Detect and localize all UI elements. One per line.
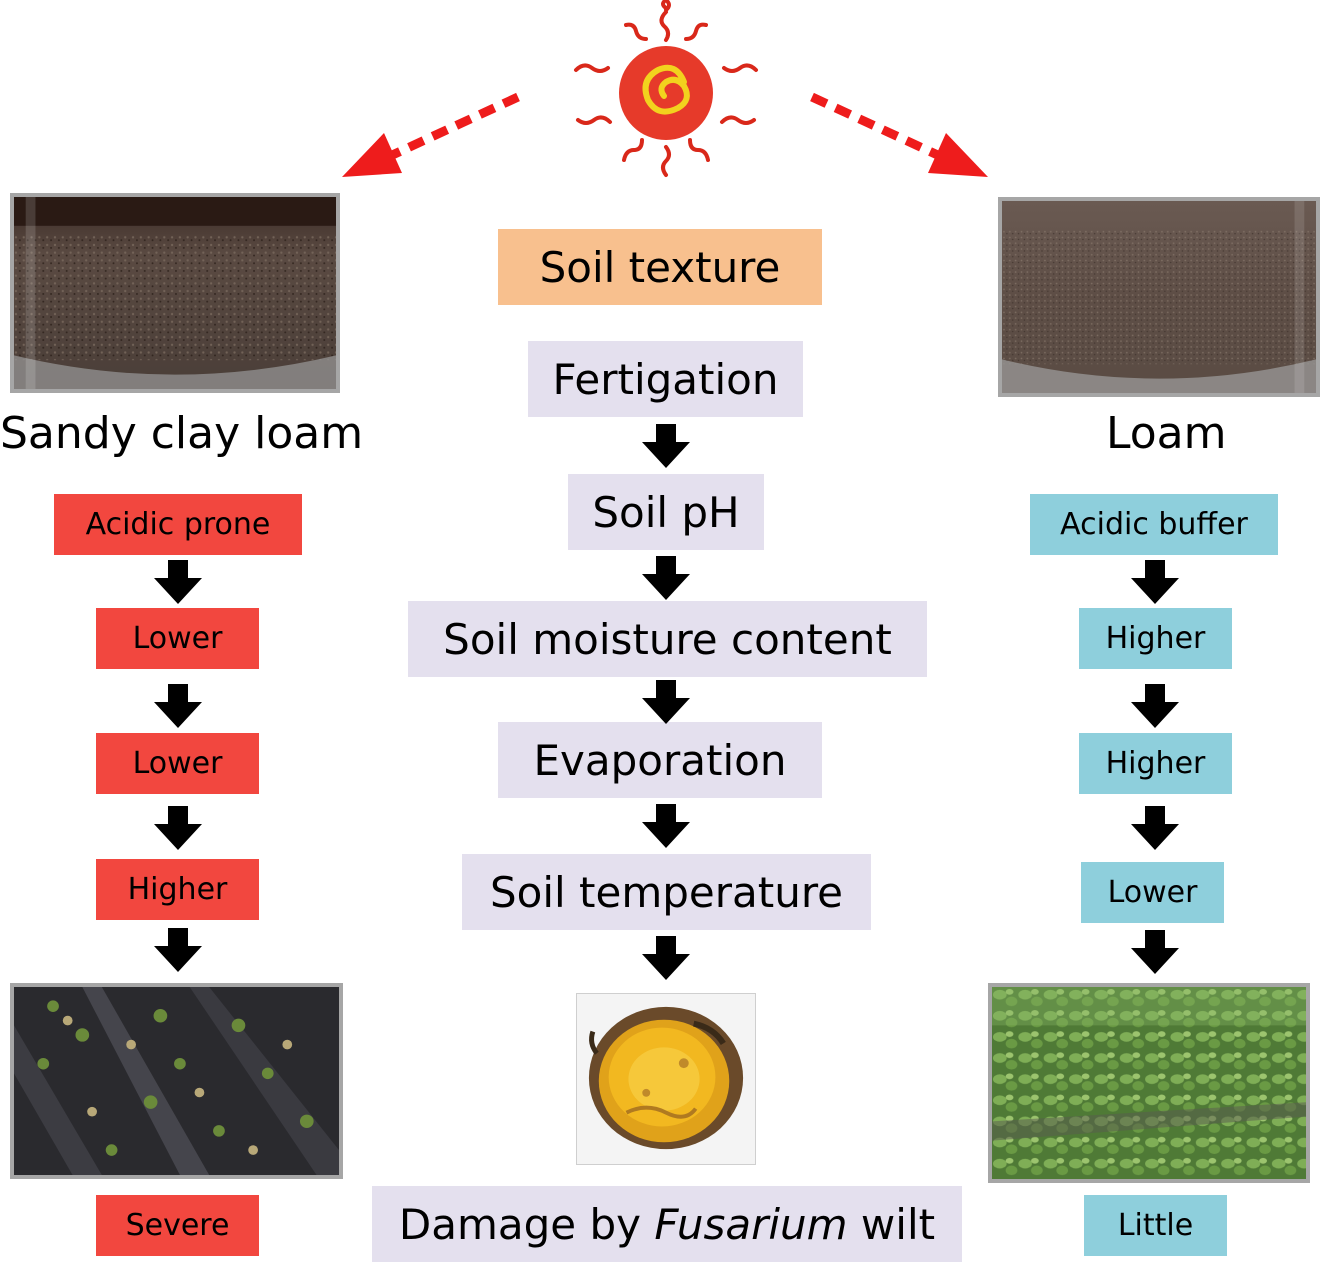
dashed-arrow-right-icon	[800, 85, 1000, 195]
left-soil-name: Sandy clay loam	[0, 408, 364, 459]
down-arrow-icon	[154, 684, 202, 728]
right-outcome: Little	[1084, 1195, 1227, 1256]
down-arrow-icon	[642, 680, 690, 724]
soil-texture-box: Soil texture	[498, 229, 822, 305]
loam-photo	[998, 197, 1320, 397]
down-arrow-icon	[642, 804, 690, 848]
damage-genus: Fusarium	[654, 1199, 848, 1249]
soil-moisture-box: Soil moisture content	[408, 601, 927, 677]
fusarium-crown-photo	[576, 993, 756, 1165]
right-effect-temperature: Lower	[1081, 862, 1224, 923]
down-arrow-icon	[1131, 684, 1179, 728]
evaporation-box: Evaporation	[498, 722, 822, 798]
right-soil-name: Loam	[1106, 408, 1227, 459]
healthy-plants-photo	[988, 983, 1310, 1183]
fertigation-box: Fertigation	[528, 341, 803, 417]
left-effect-temperature: Higher	[96, 859, 259, 920]
down-arrow-icon	[642, 936, 690, 980]
down-arrow-icon	[642, 424, 690, 468]
sun-icon	[566, 0, 766, 180]
down-arrow-icon	[154, 806, 202, 850]
down-arrow-icon	[1131, 930, 1179, 974]
right-effect-moisture: Higher	[1079, 608, 1232, 669]
soil-ph-box: Soil pH	[568, 474, 764, 550]
damage-suffix: wilt	[860, 1199, 936, 1249]
severe-wilt-photo	[10, 983, 343, 1179]
down-arrow-icon	[1131, 806, 1179, 850]
left-effect-ph: Acidic prone	[54, 494, 302, 555]
down-arrow-icon	[154, 560, 202, 604]
sandy-clay-loam-photo	[10, 193, 340, 393]
right-effect-ph: Acidic buffer	[1030, 494, 1278, 555]
left-effect-moisture: Lower	[96, 608, 259, 669]
down-arrow-icon	[154, 928, 202, 972]
damage-prefix: Damage by	[398, 1199, 642, 1249]
left-effect-evaporation: Lower	[96, 733, 259, 794]
damage-box: Damage by Fusarium wilt	[372, 1186, 962, 1262]
down-arrow-icon	[642, 556, 690, 600]
soil-temperature-box: Soil temperature	[462, 854, 871, 930]
down-arrow-icon	[1131, 560, 1179, 604]
left-outcome: Severe	[96, 1195, 259, 1256]
right-effect-evaporation: Higher	[1079, 733, 1232, 794]
dashed-arrow-left-icon	[330, 85, 530, 195]
